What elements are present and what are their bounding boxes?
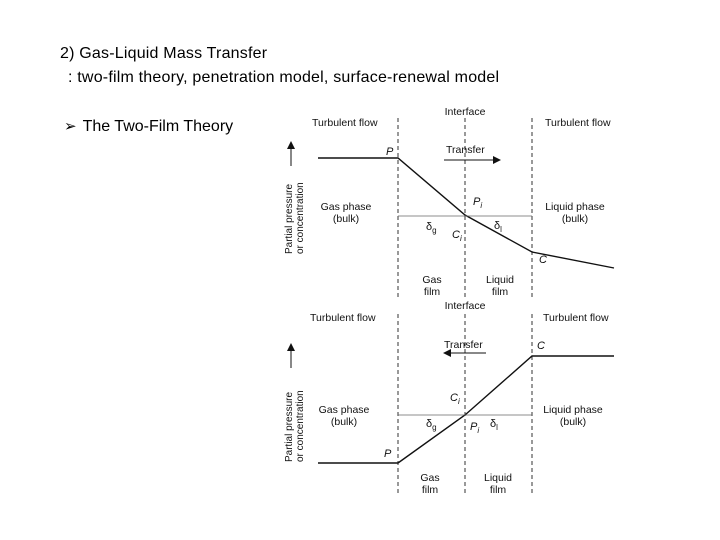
bullet-item: ➢ The Two-Film Theory	[64, 116, 233, 138]
bottom-yaxis-label-2: or concentration	[295, 390, 306, 462]
bottom-p-label: P	[384, 448, 392, 460]
bottom-gas-phase-2: (bulk)	[331, 416, 357, 428]
bottom-ci-label: Ci	[450, 392, 460, 406]
top-gas-phase-1: Gas phase	[321, 201, 372, 213]
top-yaxis-label-2: or concentration	[295, 182, 306, 254]
bottom-liquid-film-1: Liquid	[484, 472, 512, 484]
top-yaxis-label-1: Partial pressure	[284, 184, 295, 254]
heading-line-1: 2) Gas-Liquid Mass Transfer	[60, 45, 268, 62]
bottom-yaxis-label-1: Partial pressure	[284, 392, 295, 462]
top-interface-label: Interface	[445, 106, 486, 118]
top-transfer-label: Transfer	[446, 144, 485, 156]
bottom-turbulent-right: Turbulent flow	[543, 312, 609, 324]
bottom-delta-g: δg	[426, 418, 437, 432]
bottom-transfer-label: Transfer	[444, 339, 483, 351]
top-c-label: C	[539, 254, 547, 266]
top-liquid-phase-1: Liquid phase	[545, 201, 605, 213]
slide-heading: 2) Gas-Liquid Mass Transfer : two-film t…	[60, 42, 499, 90]
top-liquid-film-2: film	[492, 286, 509, 298]
bottom-liquid-phase-1: Liquid phase	[543, 404, 603, 416]
bottom-delta-l: δl	[490, 418, 498, 432]
top-ci-label: Ci	[452, 229, 462, 243]
top-liquid-film-1: Liquid	[486, 274, 514, 286]
bottom-interface-label: Interface	[445, 300, 486, 312]
top-pi-label: Pi	[473, 196, 482, 210]
bottom-gas-film-2: film	[422, 484, 439, 496]
top-turbulent-left: Turbulent flow	[312, 117, 378, 129]
bullet-text: The Two-Film Theory	[82, 118, 234, 135]
top-gas-film-1: Gas	[422, 274, 441, 286]
bottom-gas-film-1: Gas	[420, 472, 439, 484]
diagram-bottom: Interface Turbulent flow Turbulent flow …	[284, 300, 614, 496]
bottom-gas-phase-1: Gas phase	[319, 404, 370, 416]
top-delta-g: δg	[426, 221, 437, 235]
bottom-liquid-film-2: film	[490, 484, 507, 496]
bottom-liquid-phase-2: (bulk)	[560, 416, 586, 428]
top-liquid-phase-2: (bulk)	[562, 213, 588, 225]
arrow-bullet-icon: ➢	[64, 118, 77, 135]
top-gas-film-2: film	[424, 286, 441, 298]
top-delta-l: δl	[494, 220, 502, 234]
top-turbulent-right: Turbulent flow	[545, 117, 611, 129]
top-profile-line	[318, 157, 615, 269]
top-gas-phase-2: (bulk)	[333, 213, 359, 225]
heading-line-2: : two-film theory, penetration model, su…	[68, 69, 500, 86]
bottom-pi-label: Pi	[470, 421, 479, 435]
diagram-top: Interface Turbulent flow Turbulent flow …	[284, 106, 615, 298]
bottom-c-label: C	[537, 340, 545, 352]
top-p-label: P	[386, 146, 394, 158]
bottom-turbulent-left: Turbulent flow	[310, 312, 376, 324]
